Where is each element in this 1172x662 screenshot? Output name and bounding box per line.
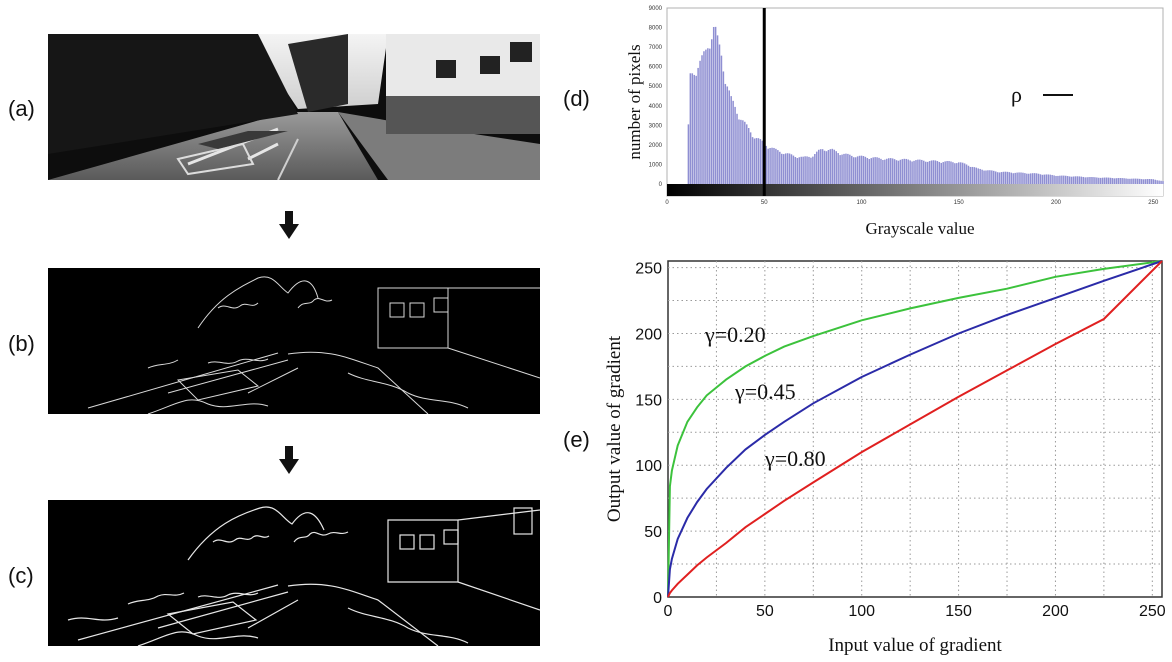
gamma-ytick-label: 150	[635, 392, 662, 409]
panel-label-c: (c)	[8, 563, 34, 588]
curve-label-gamma-080: γ=0.80	[764, 446, 826, 471]
histogram-ytick-label: 0	[659, 182, 663, 188]
histogram-ytick-label: 2000	[649, 143, 663, 149]
gamma-xtick-label: 50	[756, 603, 774, 620]
gamma-xtick-label: 150	[945, 603, 972, 620]
histogram-xtick-label: 200	[1051, 200, 1062, 206]
histogram-ytick-label: 9000	[649, 6, 663, 12]
gamma-curve	[667, 260, 1163, 598]
histogram-ytick-label: 3000	[649, 123, 663, 129]
rho-annotation: ρ	[1011, 82, 1022, 107]
gamma-xtick-label: 0	[664, 603, 673, 620]
grayscale-histogram: 0 1000 2000 3000 4000 5000 6000 7000 8000 9000 0 5…	[625, 6, 1164, 238]
histogram-xtick-label: 50	[761, 200, 768, 206]
panel-label-b: (b)	[8, 331, 35, 356]
gamma-xtick-label: 200	[1042, 603, 1069, 620]
gamma-curve	[667, 260, 1163, 598]
histogram-xtick-label: 150	[954, 200, 965, 206]
gamma-curve	[667, 260, 1163, 598]
grayscale-gradient-bar	[667, 184, 1163, 196]
histogram-xlabel: Grayscale value	[865, 219, 974, 238]
gamma-xlabel: Input value of gradient	[828, 635, 1002, 656]
gamma-xtick-label: 250	[1139, 603, 1166, 620]
histogram-plot-frame	[666, 7, 1164, 197]
gamma-edge-map-photo	[48, 500, 540, 646]
gamma-ytick-label: 100	[635, 458, 662, 475]
histogram-xtick-label: 100	[857, 200, 868, 206]
gamma-ytick-label: 200	[635, 326, 662, 343]
gamma-ytick-label: 50	[644, 524, 662, 541]
histogram-xtick-label: 0	[665, 200, 669, 206]
gamma-ytick-label: 0	[653, 590, 662, 607]
histogram-ytick-label: 4000	[649, 104, 663, 110]
curve-label-gamma-045: γ=0.45	[734, 379, 796, 404]
histogram-ytick-label: 1000	[649, 162, 663, 168]
histogram-ylabel: number of pixels	[625, 44, 644, 159]
gamma-ytick-label: 250	[635, 261, 662, 278]
histogram-ytick-label: 6000	[649, 65, 663, 71]
histogram-ytick-label: 5000	[649, 84, 663, 90]
histogram-ytick-label: 7000	[649, 45, 663, 51]
down-arrow-icon	[279, 211, 299, 239]
panel-label-d: (d)	[563, 86, 590, 111]
panel-label-a: (a)	[8, 96, 35, 121]
gamma-correction-chart: 00 50 50 100 100 150 150 200 200 250 250 Output va…	[604, 260, 1166, 656]
down-arrow-icon	[279, 446, 299, 474]
gamma-xtick-label: 100	[848, 603, 875, 620]
gamma-plot-frame	[667, 260, 1163, 598]
histogram-ytick-label: 8000	[649, 26, 663, 32]
curve-label-gamma-020: γ=0.20	[704, 322, 766, 347]
panel-label-e: (e)	[563, 427, 590, 452]
gamma-ylabel: Output value of gradient	[604, 335, 625, 522]
histogram-bars	[687, 26, 1164, 184]
histogram-xtick-label: 250	[1148, 200, 1159, 206]
street-photo-grayscale	[48, 34, 540, 180]
edge-map-photo	[48, 268, 540, 414]
